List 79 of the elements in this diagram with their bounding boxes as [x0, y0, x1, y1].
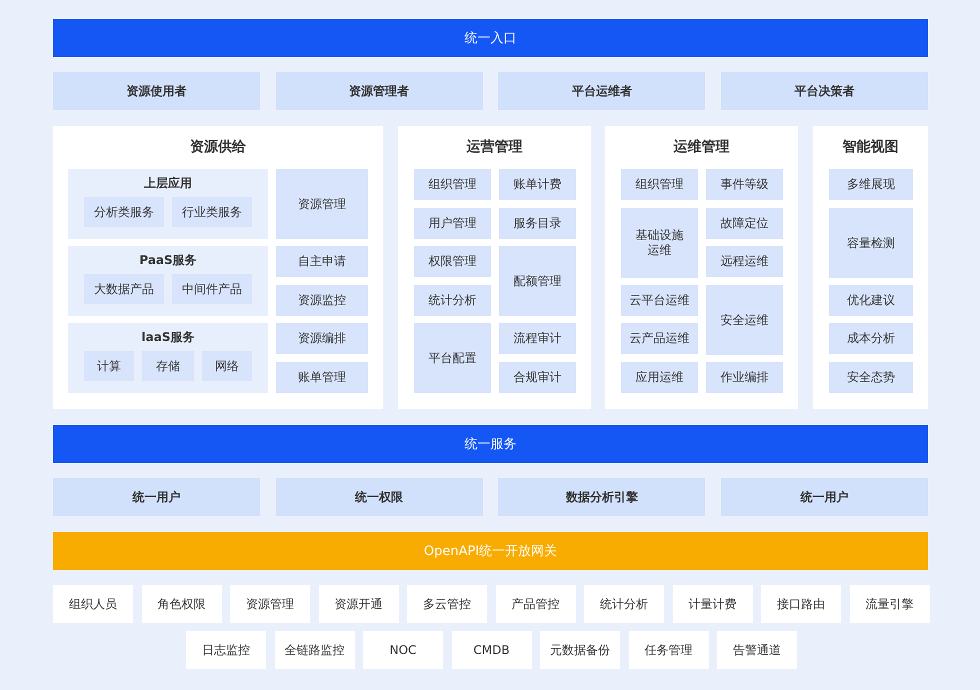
function-box: 安全运维 — [706, 285, 783, 355]
function-box: 作业编排 — [706, 362, 783, 393]
function-box: 容量检测 — [829, 208, 913, 278]
function-box: 账单管理 — [276, 362, 368, 393]
function-box: 合规审计 — [499, 362, 576, 393]
function-box: 应用运维 — [621, 362, 698, 393]
role-box: 数据分析引擎 — [498, 478, 706, 516]
function-box: 资源管理 — [276, 169, 368, 239]
function-box: 行业类服务 — [172, 197, 252, 227]
module-panel — [813, 126, 928, 409]
layer-banner: 统一服务 — [53, 425, 928, 463]
role-box: 平台运维者 — [498, 72, 706, 110]
capability-box: 全链路监控 — [274, 631, 354, 669]
capability-box: 多云管控 — [407, 585, 487, 623]
function-box: 资源编排 — [276, 323, 368, 354]
function-box: 云产品运维 — [621, 323, 698, 354]
capability-box: 产品管控 — [496, 585, 576, 623]
service-group — [68, 323, 268, 393]
panel-title: 智能视图 — [842, 138, 900, 156]
module-panel — [398, 126, 591, 409]
capability-box: 资源管理 — [230, 585, 310, 623]
function-box: 云平台运维 — [621, 285, 698, 316]
capability-box: 资源开通 — [318, 585, 398, 623]
capability-box: NOC — [363, 631, 443, 669]
capability-box: 组织人员 — [53, 585, 133, 623]
capability-box: 任务管理 — [628, 631, 708, 669]
function-box: 资源监控 — [276, 285, 368, 316]
capability-box: 告警通道 — [717, 631, 797, 669]
function-box: 统计分析 — [414, 285, 491, 316]
role-box: 统一用户 — [721, 478, 928, 516]
function-box: 网络 — [202, 351, 252, 381]
function-box: 远程运维 — [706, 246, 783, 277]
module-panel — [605, 126, 798, 409]
capability-box: 统计分析 — [584, 585, 664, 623]
function-box: 服务目录 — [499, 208, 576, 239]
function-box: 故障定位 — [706, 208, 783, 239]
function-box: 配额管理 — [499, 246, 576, 316]
capability-box: 元数据备份 — [540, 631, 620, 669]
function-box: 平台配置 — [414, 323, 491, 393]
function-box: 权限管理 — [414, 246, 491, 277]
panel-title: 运维管理 — [672, 138, 730, 156]
module-panel — [53, 126, 383, 409]
service-group — [68, 246, 268, 316]
group-title: PaaS服务 — [138, 252, 198, 269]
role-box: 统一权限 — [276, 478, 483, 516]
capability-box: 角色权限 — [142, 585, 222, 623]
function-box: 大数据产品 — [84, 274, 164, 304]
function-box: 成本分析 — [829, 323, 913, 354]
function-box: 自主申请 — [276, 246, 368, 277]
role-box: 统一用户 — [53, 478, 260, 516]
function-box: 组织管理 — [414, 169, 491, 200]
group-title: laaS服务 — [140, 329, 196, 346]
panel-title: 运营管理 — [466, 138, 524, 156]
function-box: 基础设施运维 — [621, 208, 698, 278]
layer-banner: 统一入口 — [53, 19, 928, 57]
function-box: 事件等级 — [706, 169, 783, 200]
panel-title: 资源供给 — [189, 138, 247, 156]
function-box: 中间件产品 — [172, 274, 252, 304]
capability-box: 日志监控 — [186, 631, 266, 669]
role-box: 资源使用者 — [53, 72, 260, 110]
function-box: 安全态势 — [829, 362, 913, 393]
service-group — [68, 169, 268, 239]
group-title: 上层应用 — [143, 175, 193, 192]
function-box: 组织管理 — [621, 169, 698, 200]
function-box: 计算 — [84, 351, 134, 381]
capability-box: CMDB — [452, 631, 532, 669]
capability-box: 计量计费 — [672, 585, 752, 623]
function-box: 优化建议 — [829, 285, 913, 316]
function-box: 存储 — [142, 351, 194, 381]
gateway-banner: OpenAPI统一开放网关 — [53, 532, 928, 570]
role-box: 平台决策者 — [721, 72, 928, 110]
role-box: 资源管理者 — [276, 72, 483, 110]
function-box: 多维展现 — [829, 169, 913, 200]
function-box: 账单计费 — [499, 169, 576, 200]
capability-box: 流量引擎 — [850, 585, 930, 623]
function-box: 流程审计 — [499, 323, 576, 354]
capability-box: 接口路由 — [761, 585, 841, 623]
function-box: 分析类服务 — [84, 197, 164, 227]
function-box: 用户管理 — [414, 208, 491, 239]
